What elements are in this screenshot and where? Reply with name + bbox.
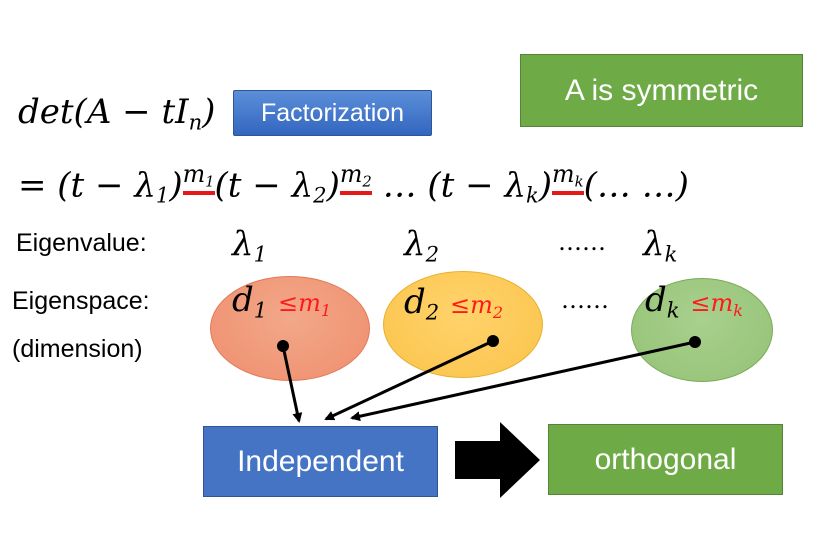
exponent-mk: mk (552, 160, 584, 196)
eq-sub-1: 1 (155, 182, 170, 208)
expk-sub: k (574, 173, 584, 191)
dimension-label: (dimension) (12, 335, 143, 363)
orthogonal-box: orthogonal (548, 424, 783, 495)
lambda-2-symbol: λ (404, 224, 426, 264)
eigenvalue-lambda-2: λ2 (404, 224, 439, 266)
symmetric-box: A is symmetric (520, 54, 803, 127)
eq-close-k: ) (538, 165, 553, 206)
eigenspace-ellipse-2 (383, 271, 543, 378)
dimension-inequality-2: d2 ≤m2 (404, 282, 503, 324)
d2-index: 2 (425, 299, 440, 325)
det-text: det(A − tI (18, 92, 189, 132)
det-sub: n (188, 109, 203, 135)
lambda-k-index: k (664, 241, 678, 267)
eigenspace-ellipse-k (631, 278, 773, 382)
implies-arrow (455, 422, 540, 498)
eigenvalue-label: Eigenvalue: (16, 229, 147, 257)
eq-sub-2: 2 (313, 182, 327, 208)
expk-m: m (552, 160, 575, 188)
eq-sub-k: k (526, 182, 539, 208)
m2-symbol: m (470, 291, 493, 319)
lambda-k-symbol: λ (643, 224, 665, 264)
mk-symbol: m (710, 289, 734, 317)
leq-k: ≤ (690, 289, 711, 317)
m1-symbol: m (298, 289, 321, 317)
m2-index: 2 (492, 302, 504, 322)
exponent-m2: m2 (339, 160, 372, 196)
arrow-1-to-independent (281, 345, 303, 423)
eigenvalue-lambda-k: λk (643, 224, 677, 266)
dimension-inequality-k: dk ≤mk (645, 280, 743, 322)
dk-index: k (666, 297, 680, 323)
eq-part-tail: (… …) (583, 165, 689, 206)
m1-index: 1 (320, 300, 332, 320)
leq-1: ≤ (278, 289, 299, 317)
eq-part-dots: … (t − λ (371, 165, 526, 206)
exp1-sub: 1 (205, 173, 215, 191)
independent-box: Independent (203, 426, 438, 497)
eq-close-2: ) (326, 165, 340, 206)
mk-index: k (733, 300, 743, 320)
lambda-2-index: 2 (425, 241, 439, 267)
exp1-m: m (182, 160, 206, 188)
eq-part-start: = (t − λ (18, 165, 156, 206)
exp2-m: m (339, 160, 363, 188)
d1-symbol: d (232, 280, 254, 320)
dk-symbol: d (645, 280, 667, 320)
equation-factorized: = (t − λ1)m1(t − λ2)m2 … (t − λk)mk(… …) (18, 160, 689, 208)
eq-part-mid: (t − λ (214, 165, 314, 206)
d2-symbol: d (404, 282, 426, 322)
factorization-badge: Factorization (233, 90, 432, 136)
leq-2: ≤ (450, 291, 471, 319)
eigenspace-label: Eigenspace: (12, 287, 150, 315)
exp2-sub: 2 (362, 173, 372, 191)
lambda-1-index: 1 (253, 241, 267, 267)
exponent-m1: m1 (182, 160, 215, 196)
arrow-k-to-independent (350, 340, 696, 422)
eq-close-1: ) (169, 165, 183, 206)
eigenvalue-ellipsis: …… (558, 228, 606, 256)
eigenspace-ellipse-1 (210, 276, 370, 381)
arrow-2-to-independent (324, 339, 494, 421)
equation-det: det(A − tIn) (18, 92, 215, 134)
dimension-inequality-1: d1 ≤m1 (232, 280, 331, 322)
det-close: ) (202, 92, 216, 132)
dimension-ellipsis: …… (561, 286, 609, 314)
eigenvalue-lambda-1: λ1 (232, 224, 267, 266)
d1-index: 1 (253, 297, 268, 323)
lambda-1-symbol: λ (232, 224, 254, 264)
